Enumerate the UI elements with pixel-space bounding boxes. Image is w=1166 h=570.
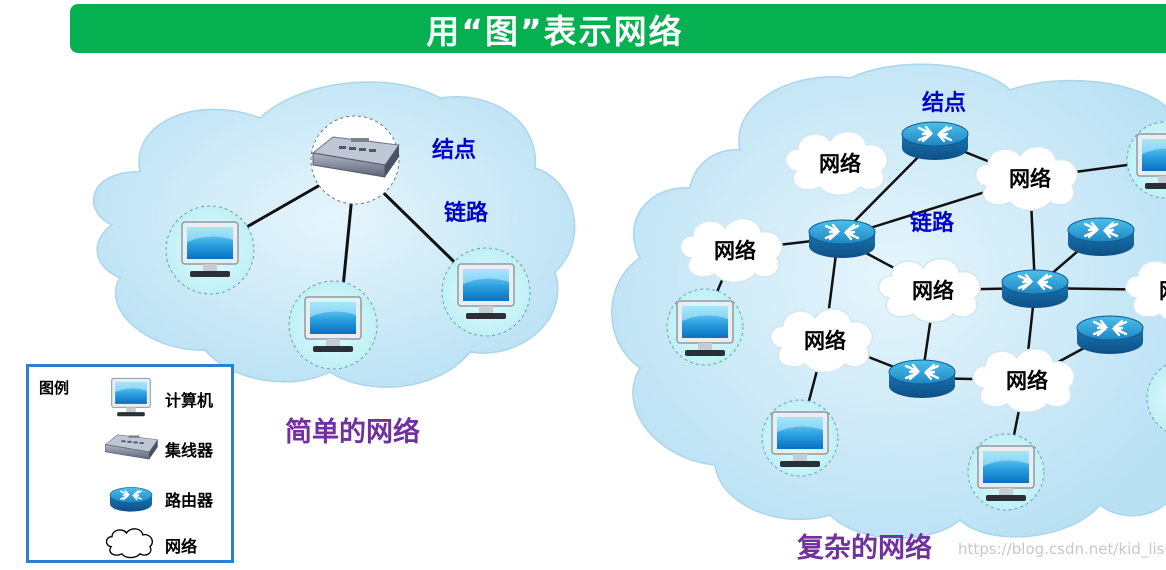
legend-title: 图例 bbox=[39, 379, 70, 397]
complex-pcs bbox=[666, 121, 1166, 511]
cloud-node: 网络 bbox=[784, 130, 888, 197]
simple-link-label: 链路 bbox=[444, 200, 489, 226]
cloud-icon bbox=[105, 528, 153, 559]
simple-node-label: 结点 bbox=[432, 137, 476, 163]
legend-item-label: 路由器 bbox=[165, 491, 214, 510]
legend-item-label: 计算机 bbox=[165, 391, 214, 410]
watermark: https://blog.csdn.net/kid_lisu bbox=[958, 540, 1166, 558]
router-icon bbox=[900, 120, 970, 162]
complex-node-label: 结点 bbox=[922, 90, 966, 116]
legend-item-hub: 集线器 bbox=[103, 427, 233, 467]
legend-item-computer: 计算机 bbox=[103, 377, 233, 417]
complex-link-label: 链路 bbox=[910, 210, 955, 236]
cloud-node: 网络 bbox=[1124, 257, 1166, 324]
legend-item-network: 网络 bbox=[103, 523, 233, 563]
svg-text:网络: 网络 bbox=[714, 239, 756, 263]
hub-icon bbox=[105, 434, 159, 460]
router-icon bbox=[1075, 314, 1145, 356]
simple-network-caption: 简单的网络 bbox=[285, 417, 420, 448]
cloud-node: 网络 bbox=[679, 217, 783, 284]
hub-node bbox=[310, 115, 400, 205]
router-icon bbox=[1066, 216, 1136, 258]
svg-text:网络: 网络 bbox=[804, 329, 846, 353]
computer-icon bbox=[111, 377, 151, 417]
cloud-node: 网络 bbox=[769, 307, 873, 374]
simple-pc-2 bbox=[288, 280, 378, 370]
router-icon bbox=[807, 218, 877, 260]
legend-item-router: 路由器 bbox=[103, 477, 233, 517]
svg-text:网络: 网络 bbox=[1006, 369, 1048, 393]
cloud-node: 网络 bbox=[971, 347, 1075, 414]
title-bar: 用“图”表示网络 bbox=[70, 4, 1166, 53]
svg-text:网络: 网络 bbox=[1159, 279, 1166, 303]
legend: 图例 计算机 集线器 路由器 网络 bbox=[26, 364, 234, 563]
svg-text:网络: 网络 bbox=[1009, 167, 1051, 191]
legend-item-label: 网络 bbox=[165, 537, 198, 556]
router-icon bbox=[109, 486, 153, 513]
simple-pc-1 bbox=[165, 205, 255, 295]
svg-text:网络: 网络 bbox=[819, 152, 861, 176]
router-icon bbox=[887, 358, 957, 400]
svg-text:网络: 网络 bbox=[912, 279, 954, 303]
simple-pc-3 bbox=[441, 247, 531, 337]
cloud-nodes: 网络 网络 网络 网络 网络 网络 网络 bbox=[679, 130, 1166, 414]
router-icon bbox=[1000, 268, 1070, 310]
legend-item-label: 集线器 bbox=[165, 441, 214, 460]
cloud-node: 网络 bbox=[974, 145, 1078, 212]
complex-network-caption: 复杂的网络 bbox=[797, 533, 932, 564]
cloud-node: 网络 bbox=[877, 257, 981, 324]
page-title: 用“图”表示网络 bbox=[426, 11, 684, 51]
